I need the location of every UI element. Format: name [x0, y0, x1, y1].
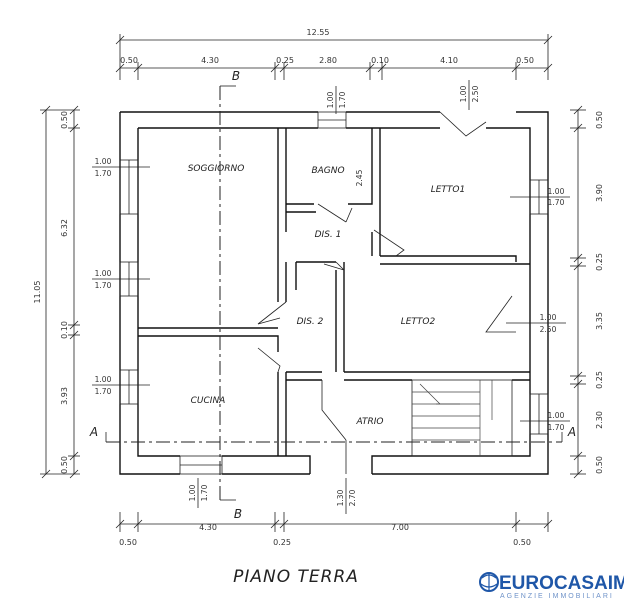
letto1-top-label: 1.00 2.50 — [459, 80, 480, 110]
atrio-window-label: 1.00 1.70 — [520, 411, 570, 432]
interior-walls — [138, 128, 530, 456]
logo-name: EUROCASAIMM — [499, 573, 624, 594]
soggiorno-window1-height: 1.70 — [95, 169, 112, 178]
dim-top-2: 4.30 — [201, 56, 219, 65]
dim-bottom-3: 0.25 — [273, 538, 291, 547]
agency-logo: EUROCASAIMM AGENZIE IMMOBILIARI — [479, 572, 624, 600]
dim-top-total: 12.55 — [307, 28, 330, 37]
cucina-window-label: 1.00 1.70 — [92, 375, 150, 396]
bagno-window-height: 1.70 — [338, 91, 347, 108]
room-dis1: DIS. 1 — [315, 230, 342, 240]
dim-right-3: 0.25 — [595, 253, 604, 271]
dim-right-5: 0.25 — [595, 371, 604, 389]
top-dimension-chain: 12.55 0.50 4.30 0.25 2.80 0.10 4.10 0.50 — [115, 28, 553, 80]
bagno-window-label: 1.00 1.70 — [326, 86, 347, 114]
cucina-bottom-height: 1.70 — [200, 484, 209, 501]
letto2-window-width: 1.00 — [540, 313, 557, 322]
section-a-left-label: A — [89, 425, 98, 439]
entrance-width: 1.30 — [336, 489, 345, 506]
section-b-top-label: B — [232, 69, 240, 83]
logo-tagline: AGENZIE IMMOBILIARI — [500, 593, 614, 600]
dim-right-2: 3.90 — [595, 184, 604, 202]
cucina-bottom-label: 1.00 1.70 — [188, 478, 209, 508]
dim-left-1: 0.50 — [60, 111, 69, 129]
dim-left-total: 11.05 — [33, 281, 42, 304]
bottom-dimension-chain: 0.50 4.30 0.25 7.00 0.50 — [115, 512, 553, 547]
room-atrio: ATRIO — [356, 417, 384, 427]
room-cucina: CUCINA — [191, 396, 226, 406]
dim-right-1: 0.50 — [595, 111, 604, 129]
entrance-label: 1.30 2.70 — [336, 478, 357, 514]
dim-left-5: 0.50 — [60, 456, 69, 474]
dim-top-5: 0.10 — [371, 56, 389, 65]
letto1-window-label: 1.00 1.70 — [510, 187, 570, 207]
soggiorno-window2-label: 1.00 1.70 — [92, 269, 150, 290]
cucina-bottom-width: 1.00 — [188, 484, 197, 501]
dim-bottom-2: 4.30 — [199, 523, 217, 532]
section-b-bottom-label: B — [234, 507, 242, 521]
entrance-height: 2.70 — [348, 489, 357, 506]
letto1-top-width: 1.00 — [459, 85, 468, 102]
dim-right-6: 2.30 — [595, 411, 604, 429]
soggiorno-window2-height: 1.70 — [95, 281, 112, 290]
dim-top-6: 4.10 — [440, 56, 458, 65]
dim-top-1: 0.50 — [120, 56, 138, 65]
letto1-top-height: 2.50 — [471, 85, 480, 102]
letto1-window-height: 1.70 — [548, 198, 565, 207]
soggiorno-window1-label: 1.00 1.70 — [92, 157, 150, 178]
cucina-window-height: 1.70 — [95, 387, 112, 396]
bagno-door-height: 2.45 — [355, 169, 364, 186]
dim-top-3: 0.25 — [276, 56, 294, 65]
dim-bottom-1: 0.50 — [119, 538, 137, 547]
section-lines — [105, 85, 563, 501]
cucina-window-width: 1.00 — [95, 375, 112, 384]
room-soggiorno: SOGGIORNO — [188, 164, 245, 174]
dim-top-4: 2.80 — [319, 56, 337, 65]
plan-title: PIANO TERRA — [233, 567, 359, 587]
door-swings — [257, 111, 516, 474]
dim-left-2: 6.32 — [60, 219, 69, 237]
soggiorno-window2-width: 1.00 — [95, 269, 112, 278]
dim-right-4: 3.35 — [595, 312, 604, 330]
left-dimension-chain: 11.05 0.50 6.32 0.10 3.93 0.50 — [33, 105, 80, 479]
atrio-window-width: 1.00 — [548, 411, 565, 420]
section-a-right-label: A — [567, 425, 576, 439]
letto2-window-height: 2.50 — [540, 325, 557, 334]
dim-left-3: 0.10 — [60, 321, 69, 339]
dim-left-4: 3.93 — [60, 387, 69, 405]
letto2-window-label: 1.00 2.50 — [506, 313, 566, 334]
letto1-window-width: 1.00 — [548, 187, 565, 196]
dim-top-7: 0.50 — [516, 56, 534, 65]
bagno-window-width: 1.00 — [326, 91, 335, 108]
room-letto1: LETTO1 — [431, 185, 466, 195]
soggiorno-window1-width: 1.00 — [95, 157, 112, 166]
atrio-window-height: 1.70 — [548, 423, 565, 432]
room-bagno: BAGNO — [311, 166, 344, 176]
dim-bottom-4: 7.00 — [391, 523, 409, 532]
dim-bottom-5: 0.50 — [513, 538, 531, 547]
room-letto2: LETTO2 — [401, 317, 436, 327]
right-dimension-chain: 0.50 3.90 0.25 3.35 0.25 2.30 0.50 — [570, 105, 604, 479]
globe-icon — [479, 572, 499, 592]
dim-right-7: 0.50 — [595, 456, 604, 474]
room-dis2: DIS. 2 — [297, 317, 324, 327]
staircase — [411, 379, 513, 457]
